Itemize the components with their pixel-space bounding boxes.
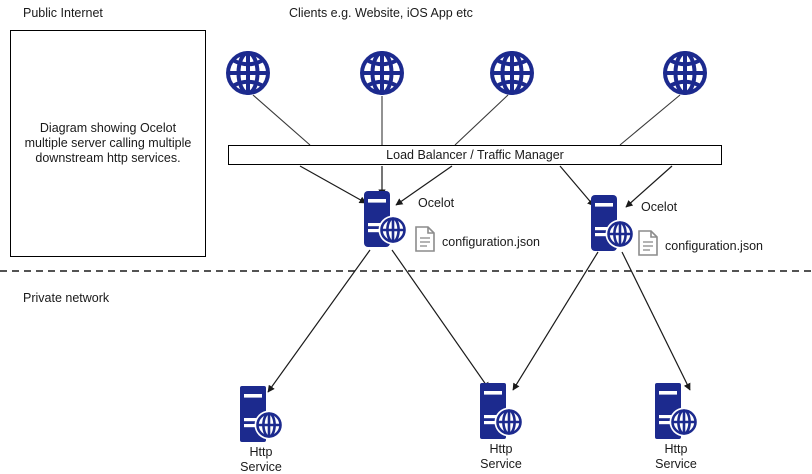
server-icon: [589, 194, 635, 252]
service-label-line1: Http: [249, 445, 273, 459]
service-label-line2: Service: [480, 457, 522, 471]
service-label-line1: Http: [664, 442, 688, 456]
private-network-label: Private network: [23, 291, 110, 305]
http-service-2[interactable]: Http Service: [478, 382, 524, 471]
server-icon: [362, 190, 408, 248]
client-globe-1-icon[interactable]: [225, 50, 271, 96]
ocelot-1-configuration[interactable]: configuration.json: [415, 226, 540, 257]
client-globe-4-icon[interactable]: [662, 50, 708, 96]
ocelot-2-configuration[interactable]: configuration.json: [638, 230, 763, 261]
http-service-1-label: Http Service: [240, 445, 282, 474]
description-text: Diagram showing Ocelot multiple server c…: [24, 121, 192, 165]
server-icon: [478, 382, 524, 440]
http-service-2-label: Http Service: [480, 442, 522, 472]
ocelot-server-2[interactable]: [589, 194, 635, 252]
public-internet-label: Public Internet: [23, 6, 103, 20]
ocelot-server-2-label: Ocelot: [641, 200, 678, 214]
ocelot-2-config-filename: configuration.json: [665, 238, 763, 253]
ocelot-server-1-label: Ocelot: [418, 196, 455, 210]
load-balancer-label: Load Balancer / Traffic Manager: [386, 148, 564, 162]
service-label-line2: Service: [240, 460, 282, 474]
ocelot-1-config-filename: configuration.json: [442, 234, 540, 249]
document-icon: [415, 226, 435, 257]
description-box: Diagram showing Ocelot multiple server c…: [10, 30, 206, 257]
service-label-line1: Http: [489, 442, 513, 456]
client-globe-2-icon[interactable]: [359, 50, 405, 96]
client-globe-3-icon[interactable]: [489, 50, 535, 96]
server-icon: [653, 382, 699, 440]
service-label-line2: Service: [655, 457, 697, 471]
http-service-1[interactable]: Http Service: [238, 385, 284, 474]
load-balancer-bar[interactable]: Load Balancer / Traffic Manager: [228, 145, 722, 165]
document-icon: [638, 230, 658, 261]
clients-label: Clients e.g. Website, iOS App etc: [289, 6, 473, 20]
http-service-3-label: Http Service: [655, 442, 697, 472]
server-icon: [238, 385, 284, 443]
ocelot-server-1[interactable]: [362, 190, 408, 248]
http-service-3[interactable]: Http Service: [653, 382, 699, 471]
